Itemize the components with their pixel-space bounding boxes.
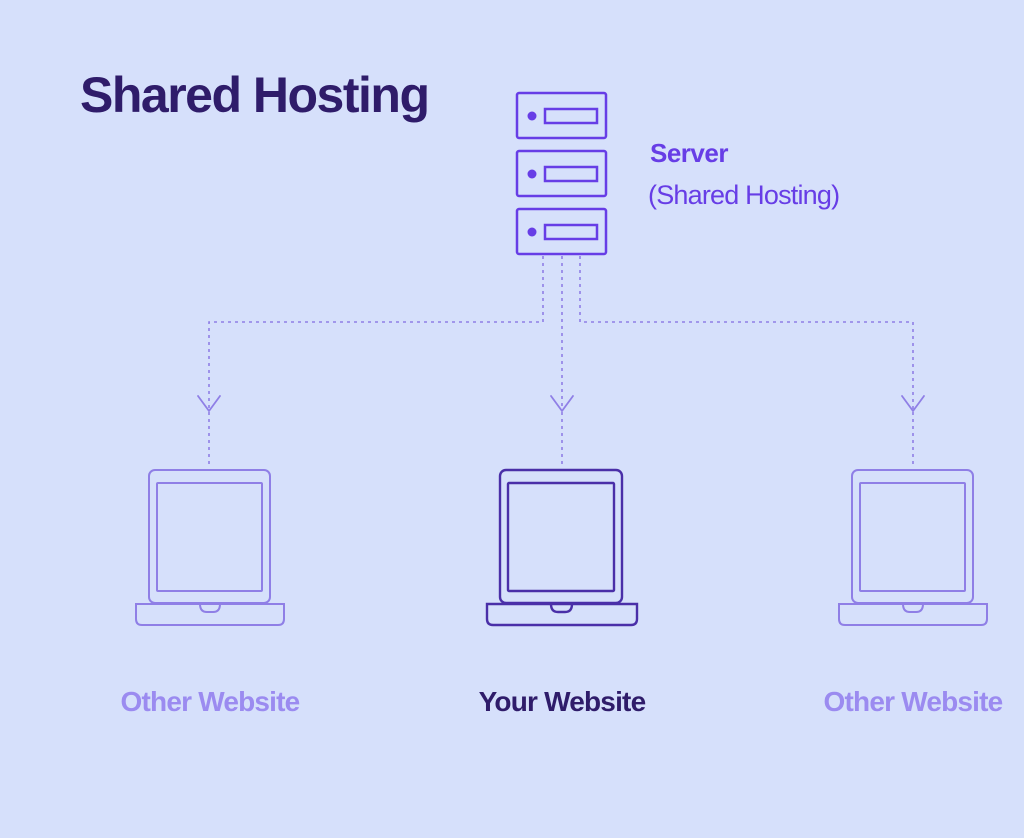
arrow-down-icon xyxy=(901,395,925,412)
page-title: Shared Hosting xyxy=(80,67,430,123)
laptop-icon xyxy=(485,468,639,627)
server-sublabel: (Shared Hosting) xyxy=(648,180,840,210)
website-label-other-left: Other Website xyxy=(120,686,301,717)
connector-left xyxy=(208,256,544,410)
arrow-down-icon xyxy=(197,395,221,412)
connectors xyxy=(208,256,914,468)
laptop-icon xyxy=(135,469,285,626)
connector-right xyxy=(579,256,914,410)
website-label-yours: Your Website xyxy=(478,686,647,717)
server-unit-3 xyxy=(515,207,608,256)
arrow-down-icon xyxy=(550,395,574,412)
server-label: Server xyxy=(650,138,728,168)
laptop-icon xyxy=(838,469,988,626)
server-rack-icon xyxy=(515,91,608,256)
server-unit-1 xyxy=(515,91,608,140)
server-unit-2 xyxy=(515,149,608,198)
website-label-other-right: Other Website xyxy=(823,686,1004,717)
